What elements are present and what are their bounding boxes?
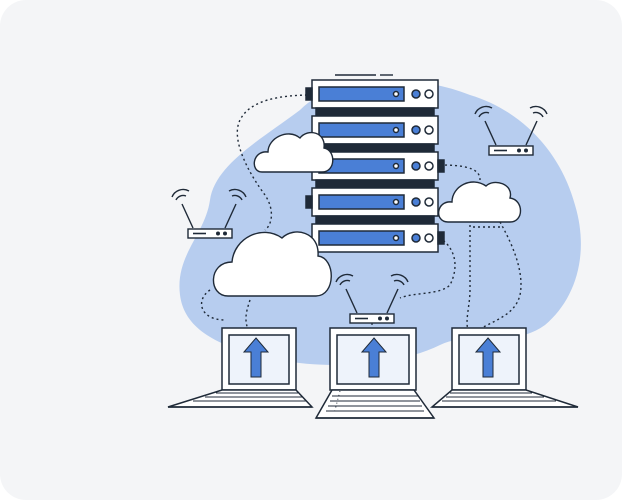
server-unit xyxy=(311,115,439,145)
wifi-router-icon xyxy=(335,273,409,324)
server-unit xyxy=(305,79,439,109)
server-unit xyxy=(311,223,445,253)
cloud-icon xyxy=(212,231,332,297)
server-unit xyxy=(305,187,439,217)
laptop-icon xyxy=(167,327,314,408)
wifi-router-icon xyxy=(474,105,548,156)
wifi-router-icon xyxy=(171,188,247,239)
upload-arrow-icon xyxy=(242,337,270,378)
upload-arrow-icon xyxy=(360,337,388,378)
upload-arrow-icon xyxy=(474,337,502,378)
cloud-icon xyxy=(438,181,522,228)
laptop-icon xyxy=(429,327,579,408)
cloud-icon xyxy=(253,131,334,173)
laptop-icon xyxy=(314,327,436,419)
server-rack-icon xyxy=(305,74,445,253)
